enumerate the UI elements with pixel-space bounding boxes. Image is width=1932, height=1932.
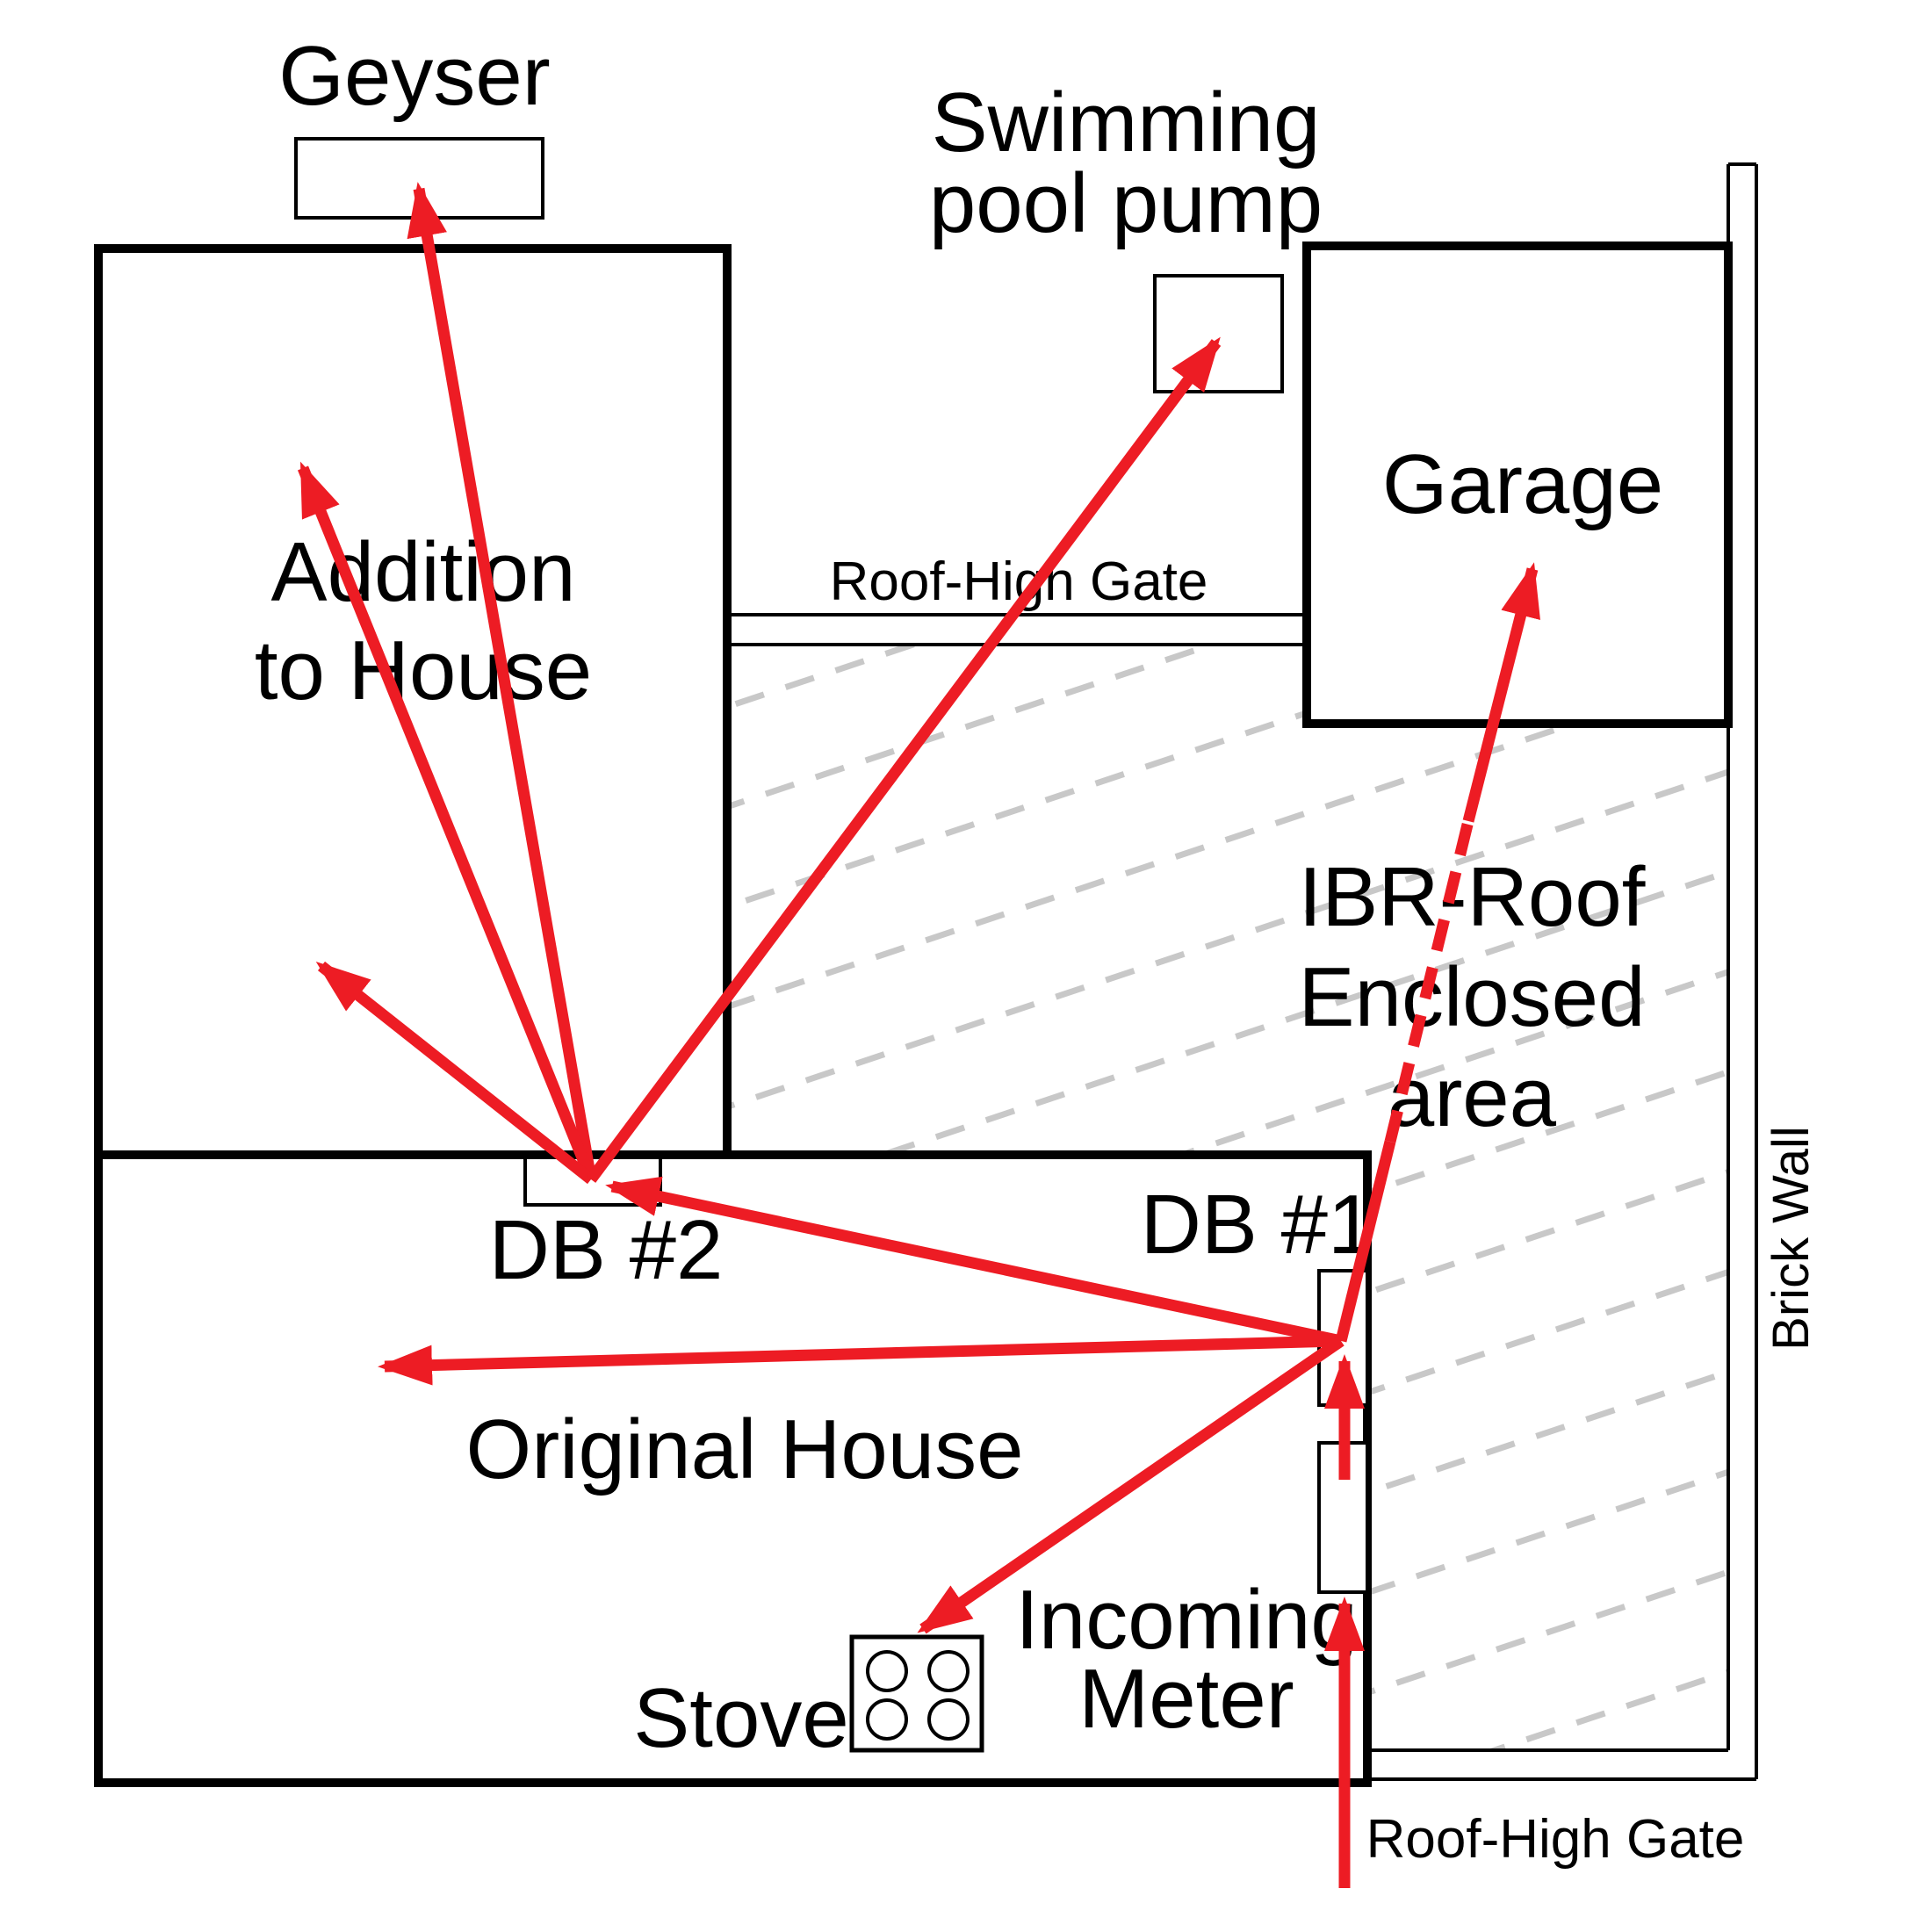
incoming-meter-label: Incoming Meter: [1015, 1573, 1358, 1746]
db2-box: [523, 1156, 662, 1207]
roof-high-gate-top-label: Roof-High Gate: [829, 551, 1208, 612]
geyser-box: [294, 137, 544, 220]
swimming-pool-pump-label: Swimming pool pump: [928, 76, 1323, 250]
garage-label: Garage: [1381, 437, 1664, 531]
roof-high-gate-bottom-label: Roof-High Gate: [1366, 1809, 1745, 1870]
ibr-enclosed-area-label: IBR-Roof Enclosed area: [1299, 847, 1646, 1148]
incoming-meter-label-line2: Meter: [1078, 1652, 1294, 1746]
db2-label: DB #2: [488, 1203, 724, 1297]
swimming-pool-pump-label-line2: pool pump: [928, 156, 1323, 250]
ibr-area-label-line2: Enclosed: [1298, 950, 1646, 1044]
stove-burners-icon: [866, 1650, 970, 1741]
ibr-area-label-line1: IBR-Roof: [1298, 850, 1646, 944]
stove-label: Stove: [633, 1671, 849, 1765]
stove-icon: [849, 1634, 984, 1753]
addition-to-house-label-line2: to House: [254, 624, 593, 717]
addition-to-house-label-line1: Addition: [270, 525, 576, 619]
ibr-area-label-line3: area: [1387, 1050, 1557, 1144]
roof-high-gate-top-lines: [727, 613, 1307, 646]
swimming-pool-pump-label-line1: Swimming: [931, 76, 1321, 169]
db1-label: DB #1: [1140, 1178, 1375, 1272]
incoming-meter-label-line1: Incoming: [1015, 1573, 1358, 1667]
brick-wall-label: Brick Wall: [1763, 1126, 1820, 1351]
pool-pump-box: [1153, 274, 1284, 393]
original-house-label: Original House: [465, 1402, 1024, 1496]
db1-box: [1317, 1269, 1369, 1407]
geyser-label: Geyser: [278, 29, 551, 123]
incoming-meter-box: [1317, 1441, 1369, 1594]
addition-to-house-label: Addition to House: [255, 523, 592, 720]
